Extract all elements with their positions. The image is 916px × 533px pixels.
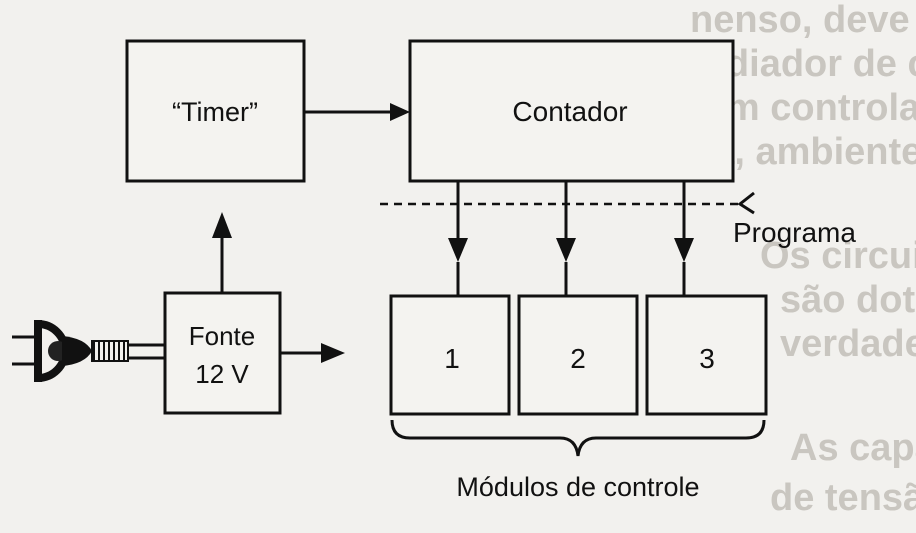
module-2-block xyxy=(517,294,639,416)
background-text-line: de tensão e potência, observadas, devem xyxy=(770,477,916,519)
modules-brace xyxy=(390,419,766,457)
background-text: nenso, deve ser dotado de um pequeno rad… xyxy=(690,0,916,519)
arrow-head-icon xyxy=(674,238,694,262)
timer-label: “Timer” xyxy=(172,97,258,127)
module-2-label: 2 xyxy=(570,343,586,374)
counter-label: Contador xyxy=(512,96,627,127)
arrow-head-icon xyxy=(556,238,576,262)
program-label: Programa xyxy=(733,217,856,248)
background-text-line: verdadeira proteção de segurança. xyxy=(780,323,916,365)
arrow-head-icon xyxy=(448,238,468,262)
arrow-head-icon xyxy=(390,103,410,121)
arrow-head-icon xyxy=(212,212,232,238)
background-text-line: nenso, deve ser dotado de um pequeno xyxy=(690,0,916,41)
module-1-block xyxy=(389,294,511,416)
module-1-label: 1 xyxy=(444,343,460,374)
module-3-label: 3 xyxy=(699,343,715,374)
power-supply-block xyxy=(163,291,282,415)
background-text-line: As capacitâncias eletrolíticas, onde xyxy=(790,427,916,469)
modules-group-label: Módulos de controle xyxy=(456,472,699,502)
power-label-line1: Fonte xyxy=(189,321,256,351)
arrow-head-icon xyxy=(321,343,345,363)
counter-block xyxy=(408,39,735,183)
power-label-line2: 12 V xyxy=(195,359,249,389)
power-plug-icon xyxy=(12,320,165,382)
background-text-line: Os circuitos dos módulos também xyxy=(760,235,916,277)
module-3-block xyxy=(645,294,768,416)
background-text-line: são dotados de componentes, de xyxy=(780,279,916,321)
program-chevron-icon xyxy=(737,191,755,215)
